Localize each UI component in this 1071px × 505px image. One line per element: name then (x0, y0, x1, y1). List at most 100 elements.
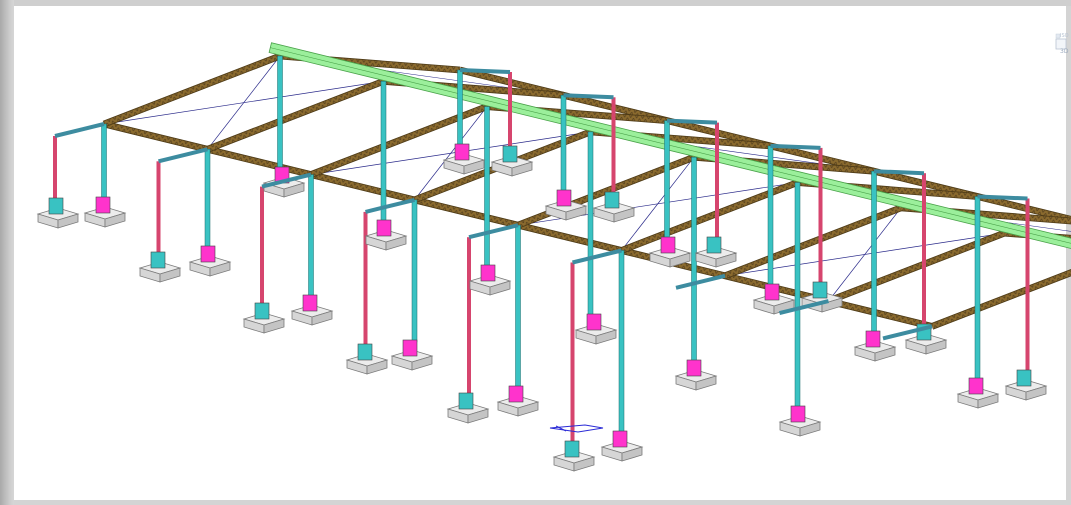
column-pedestal (604, 191, 620, 209)
eave-rafter-left (365, 197, 415, 214)
footing-side (799, 421, 821, 437)
column (618, 250, 625, 434)
footing-side (925, 339, 947, 355)
left-panel-edge (0, 0, 14, 505)
brace-column (570, 262, 575, 445)
footing-side (104, 212, 126, 228)
pedestal (564, 440, 580, 458)
pedestal (968, 377, 984, 395)
column-pedestal (95, 196, 111, 214)
top-border (0, 0, 1071, 6)
bracing-line (621, 156, 695, 251)
footing-side (489, 280, 511, 296)
portal-frames (36, 55, 1048, 472)
footing-side (821, 297, 843, 313)
pedestal (508, 385, 524, 403)
column-pedestal (302, 294, 318, 312)
column (277, 55, 283, 170)
truss-chord-bottom (932, 260, 1071, 330)
truss-chord-top (206, 78, 383, 147)
column-pedestal (458, 392, 474, 410)
truss-web (309, 103, 489, 178)
pedestal (480, 264, 496, 282)
pedestal (376, 219, 392, 237)
truss-chord-top (827, 229, 1004, 299)
brace-column (260, 186, 264, 307)
pedestal (612, 430, 628, 448)
rafter-truss-left (930, 255, 1071, 330)
pedestal (458, 392, 474, 410)
column (308, 174, 314, 298)
pedestal (454, 143, 470, 161)
pedestal (48, 197, 64, 215)
pedestal (302, 294, 318, 312)
footing-side (613, 207, 635, 223)
pedestal (686, 359, 702, 377)
footing-side (695, 375, 717, 391)
pedestal (706, 236, 722, 254)
column (974, 196, 981, 381)
pedestal (254, 302, 270, 320)
column (515, 224, 521, 389)
footing-side (595, 329, 617, 345)
footing-side (385, 235, 407, 251)
column (411, 199, 418, 343)
bracing-line (414, 106, 488, 201)
column-pedestal (686, 359, 702, 377)
column-pedestal (586, 313, 602, 331)
eave-rafter-left (675, 273, 726, 290)
eave-rafter-right (459, 68, 511, 74)
truss-web (102, 53, 282, 127)
footing-side (565, 205, 587, 221)
eave-rafter-left (54, 122, 105, 138)
pedestal (812, 281, 828, 299)
brace-column (508, 72, 512, 150)
column-pedestal (48, 197, 64, 215)
column-pedestal (1016, 369, 1032, 387)
brace-column (156, 161, 161, 256)
column-pedestal (454, 143, 470, 161)
truss-chord-top (930, 255, 1071, 324)
pedestal (402, 339, 418, 357)
footing-side (1025, 385, 1047, 401)
eave-rafter-left (261, 172, 312, 189)
brace-column (1025, 198, 1030, 374)
rafter-truss-left (102, 52, 282, 128)
bracing-line (828, 207, 902, 302)
bracing-line (207, 55, 281, 150)
column-pedestal (812, 281, 828, 299)
pedestal (790, 405, 806, 423)
pedestal (865, 330, 881, 348)
footing-side (715, 252, 737, 268)
pedestal (150, 251, 166, 269)
eave-rafter-right (563, 93, 614, 100)
column (794, 182, 801, 409)
brace-column (53, 136, 57, 202)
column (767, 145, 774, 287)
pedestal (556, 189, 572, 207)
brace-column (818, 147, 823, 286)
truss-web (206, 78, 385, 153)
eave-rafter-right (873, 169, 925, 176)
eave-rafter-right (977, 194, 1028, 201)
brace-column (611, 97, 616, 196)
footing-side (311, 310, 333, 326)
pedestal (200, 245, 216, 263)
eave-rafter-left (779, 299, 829, 316)
pedestal (1016, 369, 1032, 387)
footing-side (159, 267, 181, 283)
column-pedestal (790, 405, 806, 423)
view-cube-label: 3D (1060, 48, 1069, 55)
pedestal (764, 283, 780, 301)
footing-side (411, 355, 433, 371)
brace-column (715, 122, 719, 241)
ucs-gizmo-icon[interactable] (549, 424, 604, 433)
column-pedestal (200, 245, 216, 263)
view-cube-icon[interactable] (1055, 33, 1069, 59)
footing-side (517, 401, 539, 417)
column-pedestal (968, 377, 984, 395)
truss-chord-top (620, 179, 797, 249)
column (871, 170, 877, 334)
brace-column (467, 237, 471, 397)
